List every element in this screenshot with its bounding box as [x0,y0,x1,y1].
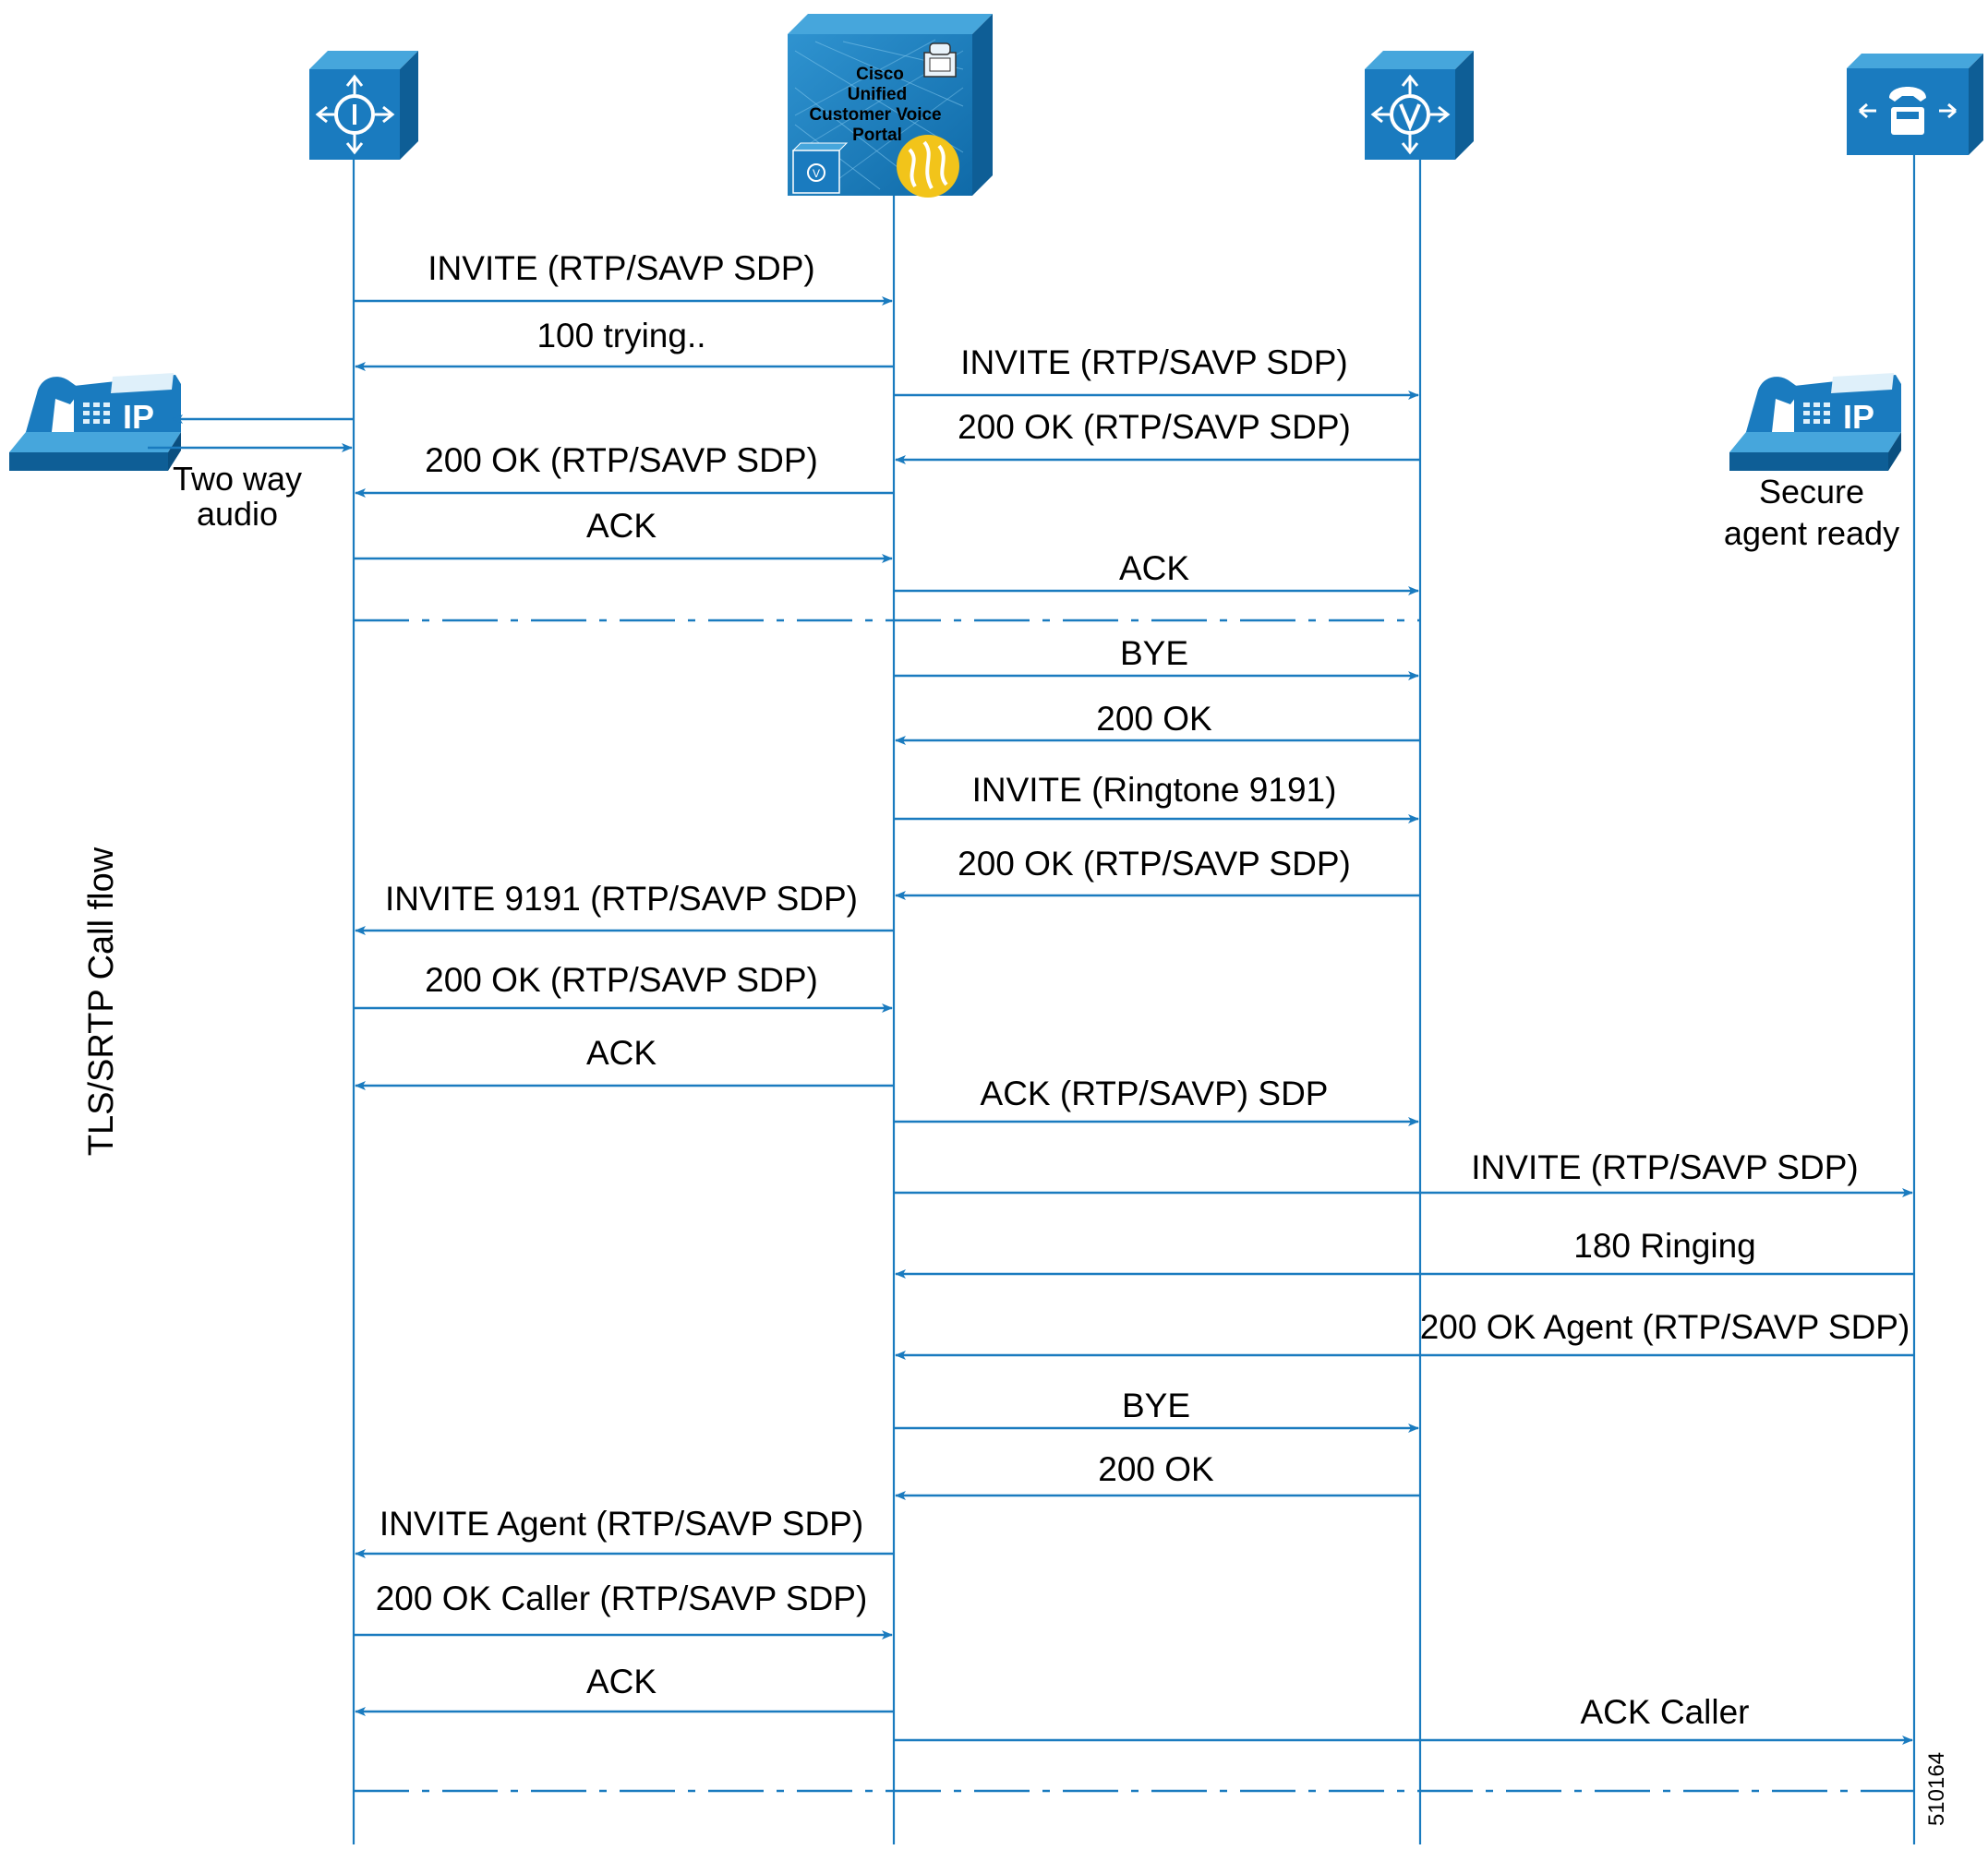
ip-phone-icon: IP [1729,373,1901,471]
message: INVITE (RTP/SAVP SDP) [894,1148,1913,1197]
message-label: 180 Ringing [1573,1227,1755,1265]
cvp-label-line: Unified [848,85,907,104]
message-label: 200 OK (RTP/SAVP SDP) [425,441,818,479]
cvp-label: Cisco Unified Customer Voice Portal [809,65,941,145]
message: BYE [894,1387,1419,1433]
message: ACK [355,1034,894,1090]
message: ACK [354,507,893,563]
lifelines [352,155,1916,1844]
message-label: INVITE (RTP/SAVP SDP) [960,343,1347,381]
message-label: ACK [586,1034,657,1072]
message: 200 OK [895,1450,1420,1500]
caller-audio-arrows [148,414,354,452]
ip-phone-text: IP [123,398,154,436]
side-title: TLS/SRTP Call flow [82,847,121,1156]
message-label: ACK [586,507,657,545]
message-label: INVITE (RTP/SAVP SDP) [1471,1148,1858,1186]
message: 200 OK (RTP/SAVP SDP) [895,845,1420,900]
message-label: 200 OK (RTP/SAVP SDP) [425,961,818,999]
router-v-icon [1365,51,1474,160]
message-label: 200 OK [1096,700,1212,738]
message-label: ACK [586,1663,657,1700]
svg-text:V: V [813,167,820,180]
agent-note: Secure agent ready [1724,473,1899,552]
cvp-label-line: Cisco [856,65,904,84]
message: 200 OK Caller (RTP/SAVP SDP) [354,1580,893,1640]
caller-note: Two way audio [173,460,302,533]
message-label: ACK [1119,549,1189,587]
message-label: BYE [1122,1387,1190,1424]
message: ACK Caller [894,1693,1913,1745]
message-label: 200 OK (RTP/SAVP SDP) [958,408,1351,446]
message: INVITE (RTP/SAVP SDP) [894,343,1419,400]
message: INVITE 9191 (RTP/SAVP SDP) [355,880,894,935]
caller-note-line: audio [197,495,278,533]
router-i-icon [309,51,418,160]
message-label: ACK Caller [1581,1693,1750,1731]
ip-phone-icon: IP [9,373,181,471]
message: 200 OK (RTP/SAVP SDP) [354,961,893,1013]
cvp-server-icon: Cisco Unified Customer Voice Portal V [788,14,993,198]
message-label: INVITE 9191 (RTP/SAVP SDP) [385,880,858,918]
message: ACK (RTP/SAVP) SDP [894,1075,1419,1126]
message: 200 OK Agent (RTP/SAVP SDP) [895,1308,1914,1360]
message: 200 OK (RTP/SAVP SDP) [355,441,894,498]
message: 180 Ringing [895,1227,1914,1279]
message-label: 200 OK Agent (RTP/SAVP SDP) [1420,1308,1910,1346]
caller-note-line: Two way [173,460,302,498]
messages: INVITE (RTP/SAVP SDP) 100 trying.. INVITE … [354,249,1914,1745]
cvp-label-line: Customer Voice [809,105,941,125]
message-label: 200 OK (RTP/SAVP SDP) [958,845,1351,883]
message-label: ACK (RTP/SAVP) SDP [981,1075,1329,1112]
message-label: INVITE (RTP/SAVP SDP) [428,249,814,287]
message: INVITE (Ringtone 9191) [894,771,1419,823]
message-label: INVITE Agent (RTP/SAVP SDP) [380,1505,863,1543]
message-label: BYE [1120,634,1188,672]
phone-endpoint-icon [1847,54,1983,155]
message: 100 trying.. [355,317,894,371]
cvp-label-line: Portal [852,126,902,145]
message: 200 OK [895,700,1420,745]
message-label: 200 OK [1098,1450,1214,1488]
figure-id: 510164 [1924,1752,1949,1826]
message-label: 100 trying.. [536,317,705,354]
message: ACK [355,1663,894,1716]
agent-note-line: agent ready [1724,514,1899,552]
message: INVITE (RTP/SAVP SDP) [354,249,893,306]
message: ACK [894,549,1419,595]
message-label: INVITE (Ringtone 9191) [972,771,1337,809]
message: INVITE Agent (RTP/SAVP SDP) [355,1505,894,1558]
message-label: 200 OK Caller (RTP/SAVP SDP) [376,1580,868,1617]
ip-phone-text: IP [1843,398,1874,436]
message: BYE [894,634,1419,680]
message: 200 OK (RTP/SAVP SDP) [895,408,1420,464]
agent-note-line: Secure [1759,473,1864,511]
